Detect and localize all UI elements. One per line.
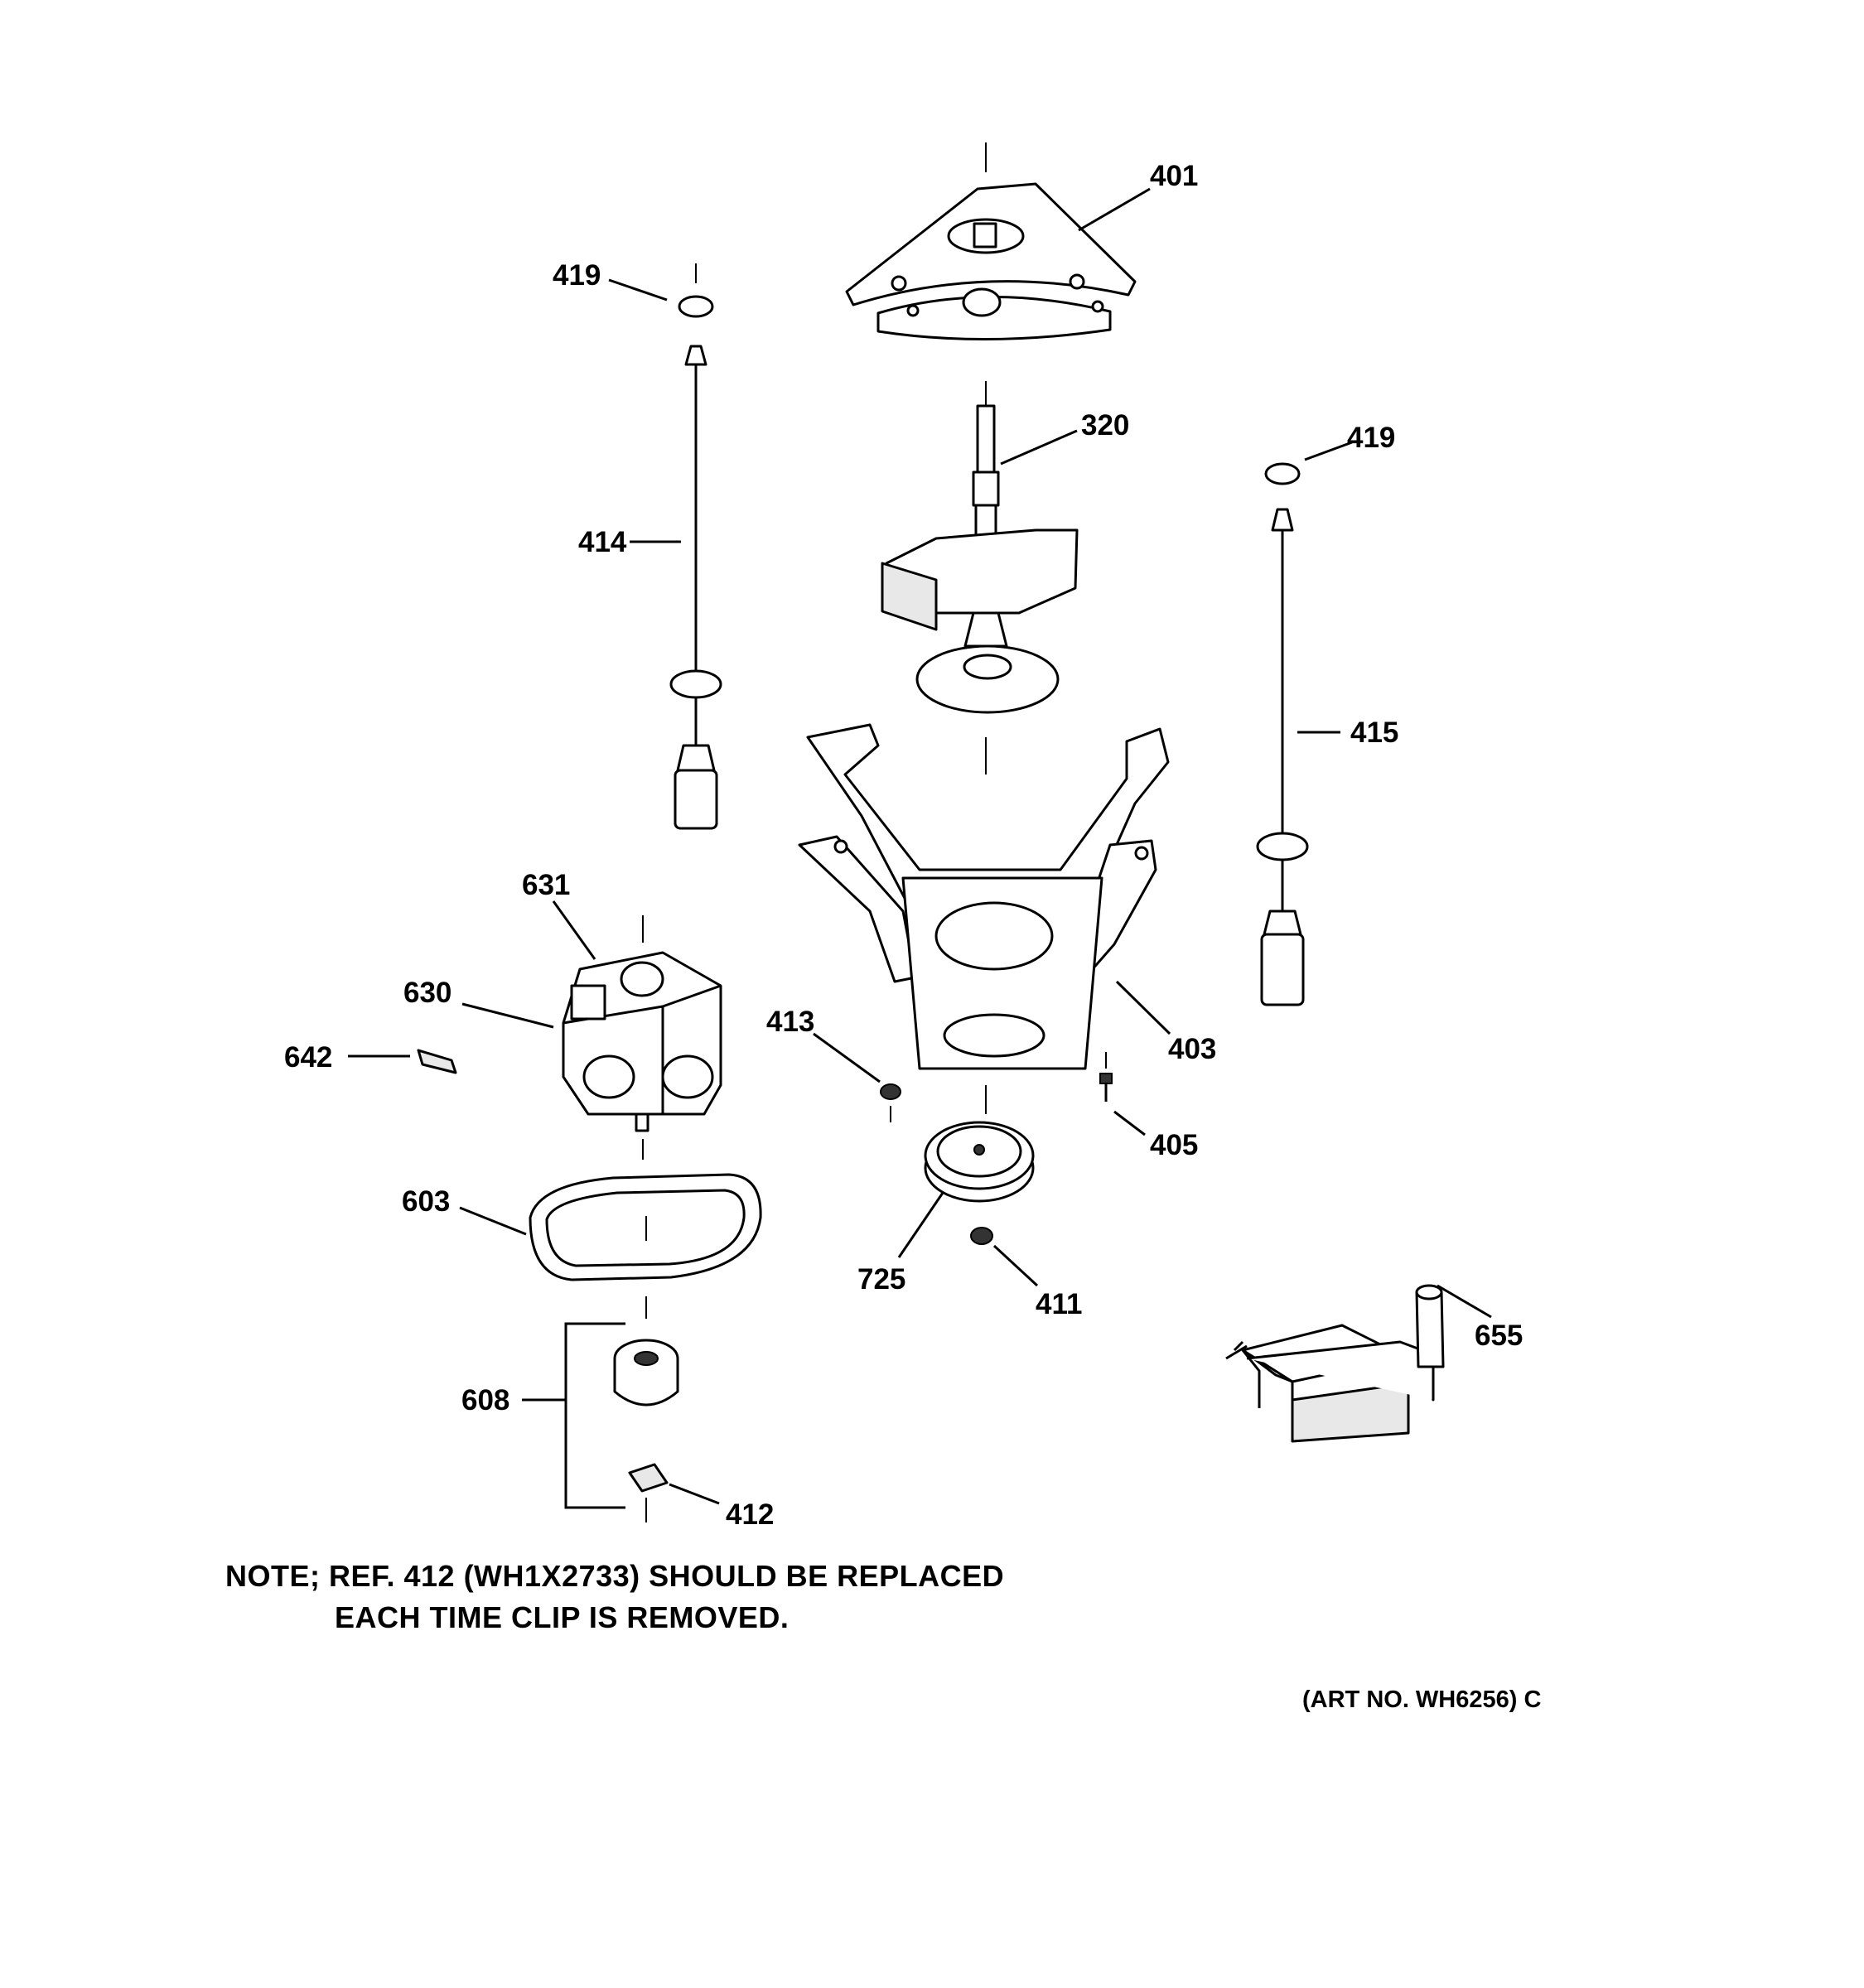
note-line-2: EACH TIME CLIP IS REMOVED. xyxy=(335,1600,790,1634)
label-411: 411 xyxy=(1036,1288,1082,1320)
label-603: 603 xyxy=(402,1185,450,1218)
part-403-bracket xyxy=(798,723,1171,1114)
part-401-cover xyxy=(845,142,1151,406)
label-419-right: 419 xyxy=(1347,422,1395,454)
label-655: 655 xyxy=(1475,1320,1523,1352)
part-412-clip xyxy=(628,1463,720,1505)
label-414: 414 xyxy=(578,526,627,558)
part-655-pump xyxy=(1225,1284,1492,1443)
part-413-nut xyxy=(813,1032,901,1122)
part-405-bolt xyxy=(1099,1052,1146,1136)
label-405: 405 xyxy=(1150,1129,1198,1161)
part-642-connector xyxy=(348,1049,457,1074)
part-603-belt xyxy=(459,1173,762,1319)
label-415: 415 xyxy=(1350,717,1398,749)
part-411-nut xyxy=(970,1227,1039,1287)
part-608-motor-pulley xyxy=(522,1322,679,1522)
label-631: 631 xyxy=(522,869,570,901)
label-320: 320 xyxy=(1081,409,1129,442)
part-725-pulley xyxy=(897,1121,1035,1258)
label-412: 412 xyxy=(726,1498,774,1531)
label-642: 642 xyxy=(284,1041,332,1074)
label-419-left: 419 xyxy=(553,259,601,292)
part-414-suspension-rod xyxy=(630,345,722,830)
part-320-transmission xyxy=(881,404,1079,774)
label-630: 630 xyxy=(403,977,452,1009)
part-419-right-cap xyxy=(1264,441,1353,485)
part-419-left-cap xyxy=(608,263,714,318)
part-630-motor xyxy=(461,900,722,1160)
label-401: 401 xyxy=(1150,160,1198,192)
label-413: 413 xyxy=(766,1006,814,1038)
label-725: 725 xyxy=(857,1263,905,1296)
label-608: 608 xyxy=(461,1384,509,1416)
art-number: (ART NO. WH6256) C xyxy=(1302,1686,1542,1713)
part-415-suspension-rod xyxy=(1256,508,1340,1006)
label-403: 403 xyxy=(1168,1033,1216,1065)
note-line-1: NOTE; REF. 412 (WH1X2733) SHOULD BE REPL… xyxy=(225,1559,1005,1593)
